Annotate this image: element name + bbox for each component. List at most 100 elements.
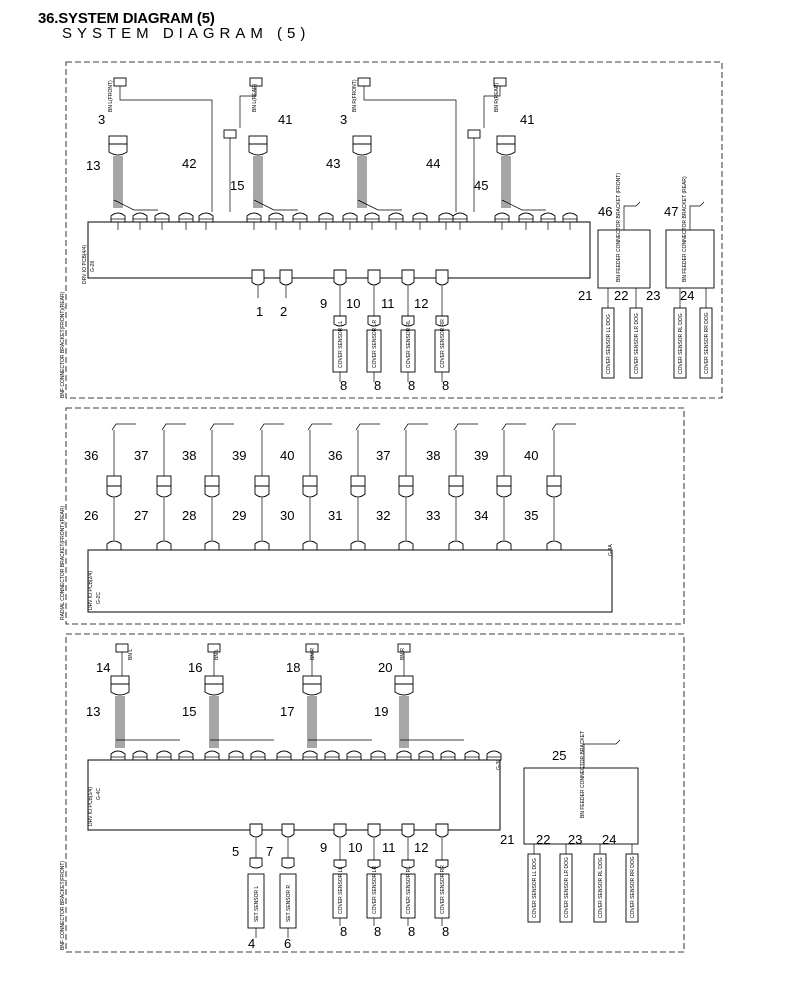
feeder-rear-box [665,229,715,289]
feeder-rear-label: BN FEEDER CONNECTOR BRACKET (REAR) [682,176,688,282]
wire-segment [483,84,501,128]
connector-header [352,135,372,145]
ref-num: 23 [568,832,582,847]
connector [496,540,512,551]
connector [448,540,464,551]
middle-panel: DRV IO PCB(2/4) G-2C G-4A 36263727382839… [84,423,614,613]
ref-num: 46 [598,204,612,219]
ref-num: 9 [320,296,327,311]
connector [367,859,381,869]
wire-plug [113,77,127,87]
top-rail-tag: G-28 [90,261,96,272]
ref-num: 47 [664,204,678,219]
dog-sensor-label: COVER SENSOR LR DOG [634,313,640,374]
ref-num: 12 [414,296,428,311]
wire-segment [355,423,380,431]
connector [204,540,220,551]
ref-num: 8 [408,924,415,939]
connector [302,683,322,696]
dog-sensor-label: COVER SENSOR LL DOG [532,858,538,918]
ref-num: 11 [381,296,395,311]
connector [110,212,126,223]
wire-plug [357,77,371,87]
connector [178,212,194,223]
middle-pcb-label: DRV IO PCB(2/4) [88,571,94,610]
ref-num: 28 [182,508,196,523]
bottom-pcb-label: DRV IO PCB(1/4) [88,787,94,826]
ref-num: 8 [374,378,381,393]
bottom-pcb-body [87,759,501,831]
connector [276,750,292,761]
connector [108,143,128,156]
wire-label: BN L(REAR) [252,83,258,112]
dog-sensor [625,853,639,923]
ground-wire [623,201,641,230]
connector [352,143,372,156]
wire-segment [453,423,478,431]
connector-header [302,675,322,685]
ref-num: 26 [84,508,98,523]
connector [448,485,464,498]
ref-num: 34 [474,508,488,523]
ref-num: 32 [376,508,390,523]
top-side-label: BNF CONNECTOR BRACKET(FRONT)(REAR) [60,291,66,398]
connector [178,750,194,761]
ref-num: 31 [328,508,342,523]
connector [370,750,386,761]
connector [156,540,172,551]
ref-num: 27 [134,508,148,523]
connector [367,823,381,838]
connector [204,683,224,696]
page-title: 36.SYSTEM DIAGRAM (5) [38,10,215,27]
connector-header [467,129,481,139]
ref-num: 9 [320,840,327,855]
connector [440,750,456,761]
set-sensor-label: SET SENSOR R [286,884,292,922]
wire-label: BN R(REAR) [494,82,500,112]
connector [546,540,562,551]
connector-header [204,675,224,685]
ref-num: 25 [552,748,566,763]
connector [156,485,172,498]
connector [435,823,449,838]
connector-header [496,475,512,487]
ground-wire [689,201,705,230]
ref-num: 12 [414,840,428,855]
feeder-box [523,767,639,845]
ref-num: 41 [520,112,534,127]
connector [324,750,340,761]
dog-sensor [699,307,713,379]
ref-num: 42 [182,156,196,171]
connector [342,212,358,223]
cover-sensor-label: COVER SENSOR LR [372,866,378,914]
connector [398,485,414,498]
wire-segment [501,199,546,211]
ref-num: 35 [524,508,538,523]
connector [401,823,415,838]
feeder-label: BN FEEDER CONNECTOR BRACKET [580,731,586,818]
ref-num: 13 [86,158,100,173]
dog-sensor [673,307,687,379]
ref-num: 21 [578,288,592,303]
ref-num: 4 [248,936,255,951]
connector [249,857,263,869]
connector [333,859,347,869]
connector [254,540,270,551]
middle-panel-frame [65,407,685,625]
connector [204,750,220,761]
connector [132,212,148,223]
ref-num: 43 [326,156,340,171]
page-subtitle: SYSTEM DIAGRAM (5) [62,25,311,42]
wire-label: BN L(FRONT) [108,80,114,112]
ref-num: 15 [230,178,244,193]
wire-segment [113,199,158,211]
wire-segment [307,423,332,431]
ground-wire [583,739,621,768]
connector [438,212,454,223]
connector-header [223,129,237,139]
connector [518,212,534,223]
ref-num: 3 [98,112,105,127]
dog-sensor [601,307,615,379]
connector-header [106,475,122,487]
wire-segment [501,423,526,431]
